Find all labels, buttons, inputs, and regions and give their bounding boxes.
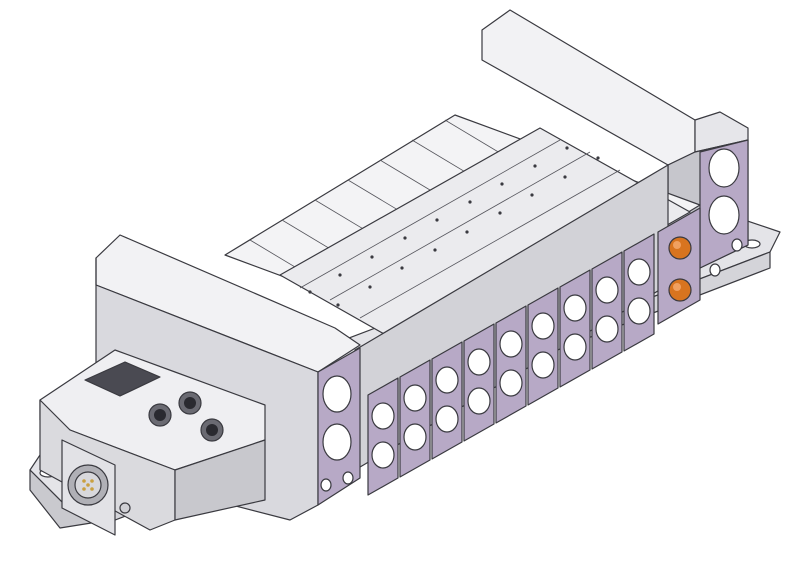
- station-3: [431, 341, 463, 460]
- station-6: [527, 287, 559, 406]
- blanking-plugs: [657, 207, 701, 325]
- station-2: [399, 359, 431, 478]
- serial-unit: [39, 349, 266, 536]
- connector-2: [178, 391, 202, 415]
- valve-stack-top: [224, 114, 701, 379]
- display-window: [84, 361, 161, 397]
- ground-screw: [119, 502, 131, 514]
- connector-3: [200, 418, 224, 442]
- power-connector: [61, 439, 116, 536]
- station-5: [495, 305, 527, 424]
- station-4: [463, 323, 495, 442]
- station-9: [623, 233, 655, 352]
- connector-1: [148, 403, 172, 427]
- station-1: [367, 377, 399, 496]
- station-8: [591, 251, 623, 370]
- station-7: [559, 269, 591, 388]
